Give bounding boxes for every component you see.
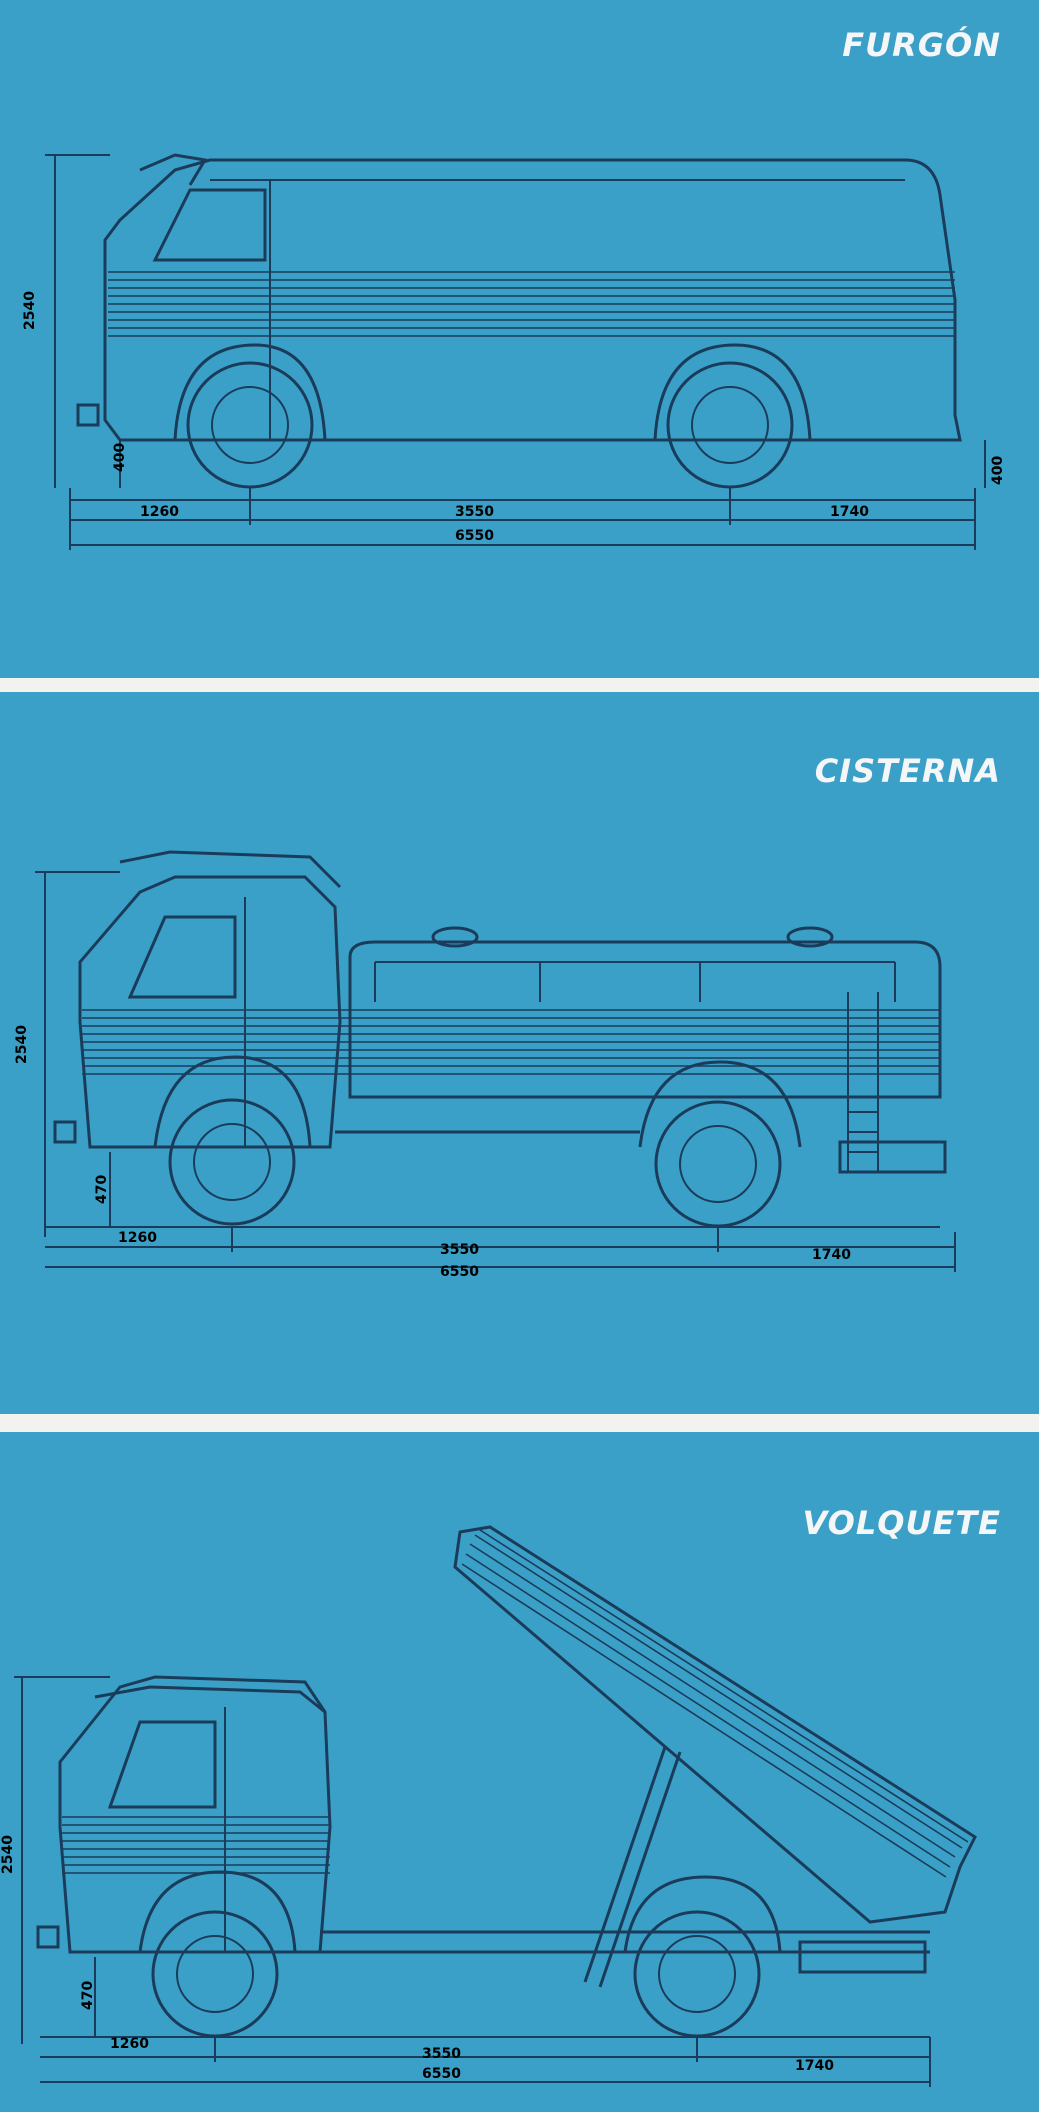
wheelbase-label: 3550: [422, 2046, 461, 2062]
wheelbase-label: 3550: [455, 504, 494, 520]
tank-ladder: [847, 992, 879, 1172]
front-wheel: [151, 1910, 279, 2038]
cab-body: [78, 875, 342, 1149]
ground-clearance-label: 470: [80, 1980, 96, 2010]
panel-volquete: VOLQUETE: [0, 1432, 1039, 2112]
panel-furgon: FURGÓN: [0, 0, 1039, 678]
body-stripes: [108, 271, 955, 337]
tank-hatch-front: [431, 926, 479, 948]
tow-hook: [53, 1120, 77, 1144]
front-arch: [138, 1870, 297, 1953]
tank-hatch-rear: [786, 926, 834, 948]
hydraulic-ram: [583, 1746, 667, 1983]
cisterna-diagram: [35, 850, 956, 1272]
tank: [348, 940, 942, 1099]
body-stripes: [62, 1816, 330, 1874]
rear-arch: [638, 1060, 802, 1148]
volquete-diagram: [14, 1525, 977, 2087]
rear-clearance-label: 400: [990, 455, 1006, 485]
tow-hook: [36, 1925, 60, 1949]
rear-bumper: [798, 1940, 927, 1974]
rear-wheel: [666, 361, 794, 489]
ground-clearance-label: 400: [112, 442, 128, 472]
rear-overhang-label: 1740: [795, 2058, 834, 2074]
cab-window: [152, 188, 267, 262]
height-label: 2540: [0, 1835, 16, 1874]
cab-window: [107, 1720, 217, 1809]
rear-arch: [653, 343, 812, 441]
rear-arch: [623, 1875, 782, 1953]
total-length-label: 6550: [455, 528, 494, 544]
rear-overhang-label: 1740: [812, 1247, 851, 1263]
wheelbase-label: 3550: [440, 1242, 479, 1258]
tipper-stripes: [461, 1529, 969, 1878]
van-body: [103, 158, 962, 442]
front-arch: [153, 1055, 312, 1148]
roof-visor: [139, 153, 208, 186]
front-arch: [173, 343, 327, 441]
cab-window: [127, 915, 237, 999]
front-wheel: [186, 361, 314, 489]
panel-title: VOLQUETE: [802, 1504, 1001, 1542]
height-label: 2540: [22, 291, 38, 330]
rear-overhang-label: 1740: [830, 504, 869, 520]
cab-body: [58, 1675, 332, 1954]
furgon-diagram: [45, 153, 986, 550]
total-length-label: 6550: [422, 2066, 461, 2082]
height-label: 2540: [14, 1025, 30, 1064]
front-wheel: [168, 1098, 296, 1226]
rear-wheel: [654, 1100, 782, 1228]
panel-title: CISTERNA: [814, 752, 1001, 790]
body-stripes: [82, 1009, 940, 1075]
front-overhang-label: 1260: [118, 1230, 157, 1246]
dimensions: [35, 871, 956, 1272]
dimensions: [45, 154, 986, 550]
dimensions: [14, 1676, 931, 2087]
rear-bumper: [838, 1140, 947, 1174]
ground-clearance-label: 470: [94, 1174, 110, 1204]
panel-title: FURGÓN: [842, 26, 1001, 64]
tow-hook: [76, 403, 100, 427]
tipper-body: [453, 1525, 977, 1924]
front-overhang-label: 1260: [110, 2036, 149, 2052]
total-length-label: 6550: [440, 1264, 479, 1280]
roof-visor: [94, 1685, 326, 1714]
roof-visor: [119, 850, 342, 889]
front-overhang-label: 1260: [140, 504, 179, 520]
panel-cisterna: CISTERNA: [0, 692, 1039, 1414]
